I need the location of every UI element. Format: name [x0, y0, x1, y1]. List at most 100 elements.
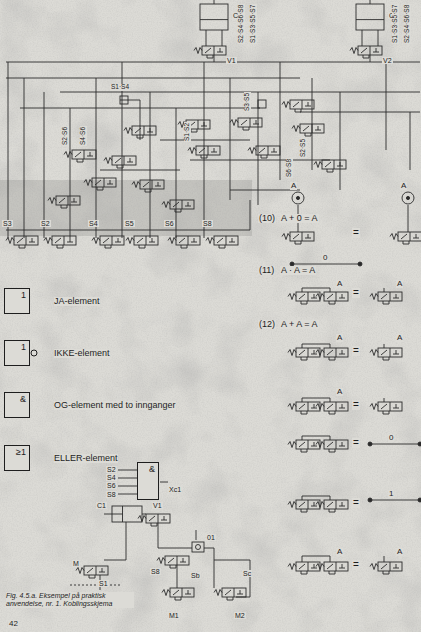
signal-label: S4: [106, 474, 117, 481]
signal-label: S2·S6: [62, 126, 69, 146]
element-name: IKKE-element: [54, 349, 110, 358]
valve-symbol: [132, 180, 164, 192]
signal-label: S8: [150, 568, 161, 575]
equation-text: (11): [258, 266, 275, 275]
signal-label: A: [396, 334, 403, 342]
terminal-dot: [358, 262, 362, 266]
valve-symbol: [282, 100, 314, 112]
shuttle-valve: [192, 542, 204, 552]
element-name: OG-element med to innganger: [54, 401, 176, 410]
signal-label: S5: [124, 220, 135, 227]
signal-label: S1·S3·S5·S7: [392, 4, 399, 44]
signal-label: 01: [206, 534, 216, 541]
signal-label: M: [72, 560, 80, 567]
valve-symbol: [44, 236, 76, 248]
signal-label: S1: [98, 580, 109, 587]
valve-symbol: [316, 292, 348, 304]
valve-symbol: [390, 232, 421, 244]
terminal-dot: [418, 498, 421, 502]
symbol-text: 1: [21, 343, 26, 352]
valve-symbol: [124, 126, 156, 138]
valve-symbol: [316, 562, 348, 574]
lower-wires: [100, 470, 250, 597]
symbol-box: 1: [4, 288, 30, 314]
valve-symbol: [157, 556, 189, 568]
valve-symbol: [214, 588, 246, 600]
signal-label: S2·S4·S6·S8: [238, 4, 245, 44]
symbol-text: &: [149, 465, 155, 474]
signal-label: 0: [388, 434, 394, 442]
valve-symbol: [316, 440, 348, 452]
wires: [6, 30, 420, 597]
symbol-box: 1: [4, 340, 30, 366]
negation-circle: [30, 349, 38, 357]
signal-label: S1·S4: [110, 84, 130, 91]
valve-symbol: [282, 232, 314, 244]
shuttle-ball: [196, 545, 201, 550]
signal-label: S6: [164, 220, 175, 227]
valve-symbol: [206, 236, 238, 248]
top-wires: [6, 30, 420, 238]
not-element-symbol: 1IKKE-element: [4, 340, 110, 366]
valve-symbol: [138, 514, 170, 526]
signal-label: Sb: [190, 572, 201, 579]
valve-symbol: [76, 566, 108, 578]
equation-text: A + A = A: [280, 320, 319, 329]
valve-symbol: [288, 402, 320, 414]
valve-symbol: [162, 588, 194, 600]
symbol-text: ≥1: [16, 448, 26, 457]
valve-symbol: [316, 348, 348, 360]
cylinder-symbol: [200, 0, 228, 30]
signal-label: 0: [322, 254, 328, 262]
valve-symbol: [288, 348, 320, 360]
cylinder-symbol: [356, 0, 384, 30]
valve-symbol: [162, 200, 194, 212]
equation-text: (10): [258, 214, 276, 223]
valve-symbol: [230, 118, 262, 130]
signal-label: M1: [168, 612, 180, 619]
symbol-box: &: [137, 462, 159, 500]
signal-label: S8: [202, 220, 213, 227]
signal-label: V2: [382, 57, 393, 64]
valve-symbol: [248, 146, 280, 158]
right-column-wires: [292, 205, 420, 562]
valve-symbol: [194, 46, 226, 58]
cylinder-symbol: [104, 506, 142, 522]
valve-symbol: [370, 292, 402, 304]
equation-text: =: [352, 438, 360, 448]
symbol-text: 1: [21, 291, 26, 300]
signal-label: C1: [96, 502, 107, 509]
signal-label: S4: [88, 220, 99, 227]
valve-symbol: [292, 124, 324, 136]
element-name: JA-element: [54, 297, 100, 306]
valve-symbol: [104, 156, 136, 168]
signal-label: S8: [106, 491, 117, 498]
valve-symbol: [288, 440, 320, 452]
signal-label: A: [336, 334, 343, 342]
valve-symbol: [370, 348, 402, 360]
symbol-box: &: [4, 392, 30, 418]
signal-label: S6: [106, 482, 117, 489]
valve-symbol: [92, 236, 124, 248]
valve-symbol: [288, 292, 320, 304]
or-element-symbol: ≥1ELLER-element: [4, 445, 118, 471]
signal-label: Sc: [242, 570, 252, 577]
and-element-symbol: & OG-element med to innganger: [4, 392, 176, 418]
valve-symbol: [64, 150, 96, 162]
equation-text: =: [352, 288, 360, 298]
valve-symbol: [48, 196, 80, 208]
scan-shadow: [0, 180, 252, 236]
valve-symbol: [314, 160, 346, 172]
signal-label: A: [290, 182, 297, 190]
equation-text: =: [352, 400, 360, 410]
valve-symbols: [6, 0, 421, 600]
equation-text: =: [352, 228, 360, 238]
valve-symbol: [178, 120, 210, 132]
signal-label: 42: [8, 620, 19, 628]
signal-label: A: [400, 182, 407, 190]
signal-label: S1·S3·S5·S7: [250, 4, 257, 44]
push-button-symbol: [292, 192, 304, 204]
signal-label: S3·S5: [244, 92, 251, 112]
